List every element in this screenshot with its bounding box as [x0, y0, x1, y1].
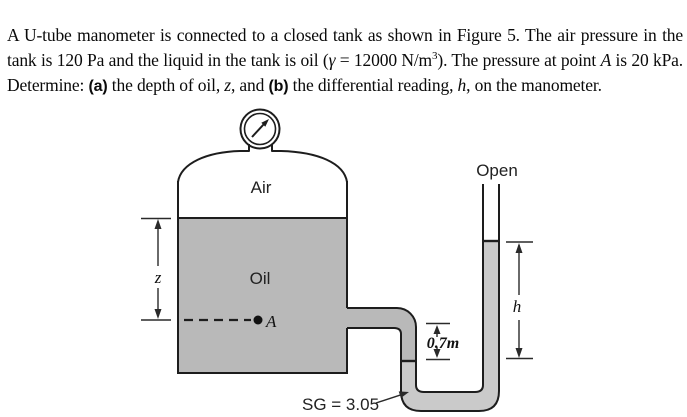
gamma-symbol: γ [328, 49, 336, 70]
sg-callout: SG = 3.05 [302, 391, 409, 414]
oil-fill [178, 218, 416, 373]
part-b-marker: (b) [268, 77, 289, 95]
h-arrow-down [515, 348, 523, 358]
tube-outer-wall [347, 184, 500, 412]
air-label: Air [251, 178, 272, 197]
problem-text-segment: = 12000 N/m [335, 49, 433, 70]
h-var: h [457, 74, 467, 95]
part-a-marker: (a) [88, 77, 108, 95]
offset-arrow-down [433, 349, 441, 358]
problem-statement: A U-tube manometer is connected to a clo… [0, 18, 687, 99]
point-a-var: A [600, 49, 612, 70]
h-dim-label: h [513, 297, 522, 316]
gauge-needle [251, 123, 265, 138]
problem-text-segment: , and [230, 74, 269, 95]
offset-dim-label: 0.7m [427, 335, 459, 352]
dimension-h: h [506, 241, 533, 360]
sg-leader-line [375, 394, 402, 404]
problem-text-segment: the depth of oil, [107, 74, 225, 95]
tube-inner-wall [347, 184, 484, 393]
h-arrow-up [515, 243, 523, 253]
problem-text-segment: , on the manometer. [466, 74, 602, 95]
sg-label: SG = 3.05 [302, 395, 379, 414]
z-var: z [224, 74, 231, 95]
dimension-offset: 0.7m [426, 322, 459, 361]
problem-text-segment: the differential reading, [288, 74, 458, 95]
point-a-label: A [265, 312, 277, 331]
z-arrow-down [154, 309, 162, 319]
point-a-dot [253, 315, 263, 325]
superscript-3: 3 [432, 49, 438, 62]
tank-dome-right [271, 144, 348, 183]
oil-label: Oil [250, 269, 271, 288]
problem-text-segment: is 20 kPa. Determine: [7, 49, 683, 95]
offset-arrow-up [433, 325, 441, 334]
open-label: Open [476, 161, 518, 180]
sg-leader-arrowhead [398, 391, 409, 398]
z-dim-label: z [154, 268, 162, 287]
pressure-gauge-icon [239, 108, 281, 150]
dimension-z: z [141, 217, 171, 321]
gauge-fluid-fill [401, 241, 499, 411]
gauge-needle-arrowhead [261, 119, 269, 127]
problem-text-segment: ). The pressure at point [437, 49, 601, 70]
z-arrow-up [154, 219, 162, 229]
problem-text-segment: A U-tube manometer is connected to a clo… [7, 24, 683, 70]
tank-dome-left [177, 144, 250, 183]
